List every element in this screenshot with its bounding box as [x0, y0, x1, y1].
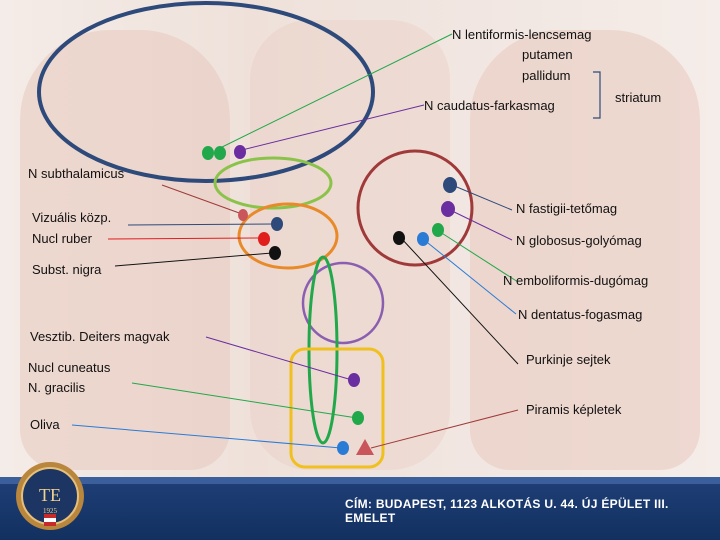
anatomy-background-center	[250, 20, 450, 470]
line-fastigii	[451, 184, 513, 211]
label-putamen: putamen	[522, 47, 573, 62]
globosus-dot	[441, 201, 455, 217]
label-piramis: Piramis képletek	[526, 402, 622, 417]
logo-monogram: TE	[39, 485, 61, 505]
nigra-dot	[269, 246, 281, 260]
line-nigra	[114, 252, 273, 267]
label-striatum: striatum	[615, 90, 662, 105]
footer-bar: CÍM: BUDAPEST, 1123 ALKOTÁS U. 44. ÚJ ÉP…	[0, 477, 720, 540]
line-piramis	[370, 409, 519, 449]
nucl-ruber-outline	[237, 202, 339, 270]
anatomy-background-left	[20, 30, 230, 470]
university-logo: TE 1925	[16, 462, 84, 530]
dentatus-dot	[417, 232, 429, 246]
line-oliva	[71, 424, 342, 449]
subthalamicus-outline	[213, 156, 333, 210]
line-cuneatus	[131, 382, 358, 419]
line-caudatus	[241, 104, 425, 151]
subthalamicus-dot	[238, 209, 248, 221]
line-purkinje	[400, 237, 519, 365]
line-lentiformis	[215, 33, 453, 151]
piramis-triangle	[356, 439, 374, 455]
footer-accent-stripe	[0, 477, 720, 484]
logo-year: 1925	[43, 507, 58, 515]
oliva-dot	[337, 441, 349, 455]
purkinje-dot	[393, 231, 405, 245]
label-subst-nigra: Subst. nigra	[32, 262, 102, 277]
anatomy-background-right	[470, 30, 700, 470]
label-ruber: Nucl ruber	[32, 231, 92, 246]
line-vesztib	[205, 336, 353, 381]
footer-address: CÍM: BUDAPEST, 1123 ALKOTÁS U. 44. ÚJ ÉP…	[345, 497, 669, 525]
label-pallidum: pallidum	[522, 68, 571, 83]
label-cuneatus: Nucl cuneatus	[28, 360, 111, 375]
fastigii-dot	[443, 177, 457, 193]
vizualis-dot	[271, 217, 283, 231]
label-dentatus: N dentatus-fogasmag	[518, 307, 643, 322]
lentiformis-dot-2	[214, 146, 226, 160]
label-vesztib: Vesztib. Deiters magvak	[30, 329, 170, 344]
caudatus-dot	[234, 145, 246, 159]
label-vizualis: Vizuális közp.	[32, 210, 112, 225]
vesztib-dot	[348, 373, 360, 387]
line-dentatus	[422, 238, 517, 315]
ruber-dot	[258, 232, 270, 246]
label-lentiformis: N lentiformis-lencsemag	[452, 27, 592, 42]
connector-lines	[71, 33, 519, 449]
lentiformis-outline	[37, 1, 375, 183]
line-subthalamicus	[161, 184, 243, 215]
vestibular-outline	[301, 261, 385, 345]
cerebellum-outline	[356, 149, 474, 267]
line-globosus	[447, 208, 513, 241]
label-caudatus: N caudatus-farkasmag	[424, 98, 555, 113]
lentiformis-dot-1	[202, 146, 214, 160]
label-subthalamicus: N subthalamicus	[28, 166, 125, 181]
cuneatus-dot	[352, 411, 364, 425]
line-ruber	[107, 237, 263, 240]
label-oliva: Oliva	[30, 417, 60, 432]
label-gracilis: N. gracilis	[28, 380, 86, 395]
line-emboliformis	[436, 229, 519, 283]
striatum-bracket	[593, 71, 601, 119]
label-fastigii: N fastigii-tetőmag	[516, 201, 618, 216]
label-purkinje: Purkinje sejtek	[526, 352, 611, 367]
emboliformis-dot	[432, 223, 444, 237]
label-globosus: N globosus-golyómag	[516, 233, 642, 248]
label-emboliformis: N emboliformis-dugómag	[503, 273, 649, 288]
line-vizualis	[127, 223, 276, 226]
